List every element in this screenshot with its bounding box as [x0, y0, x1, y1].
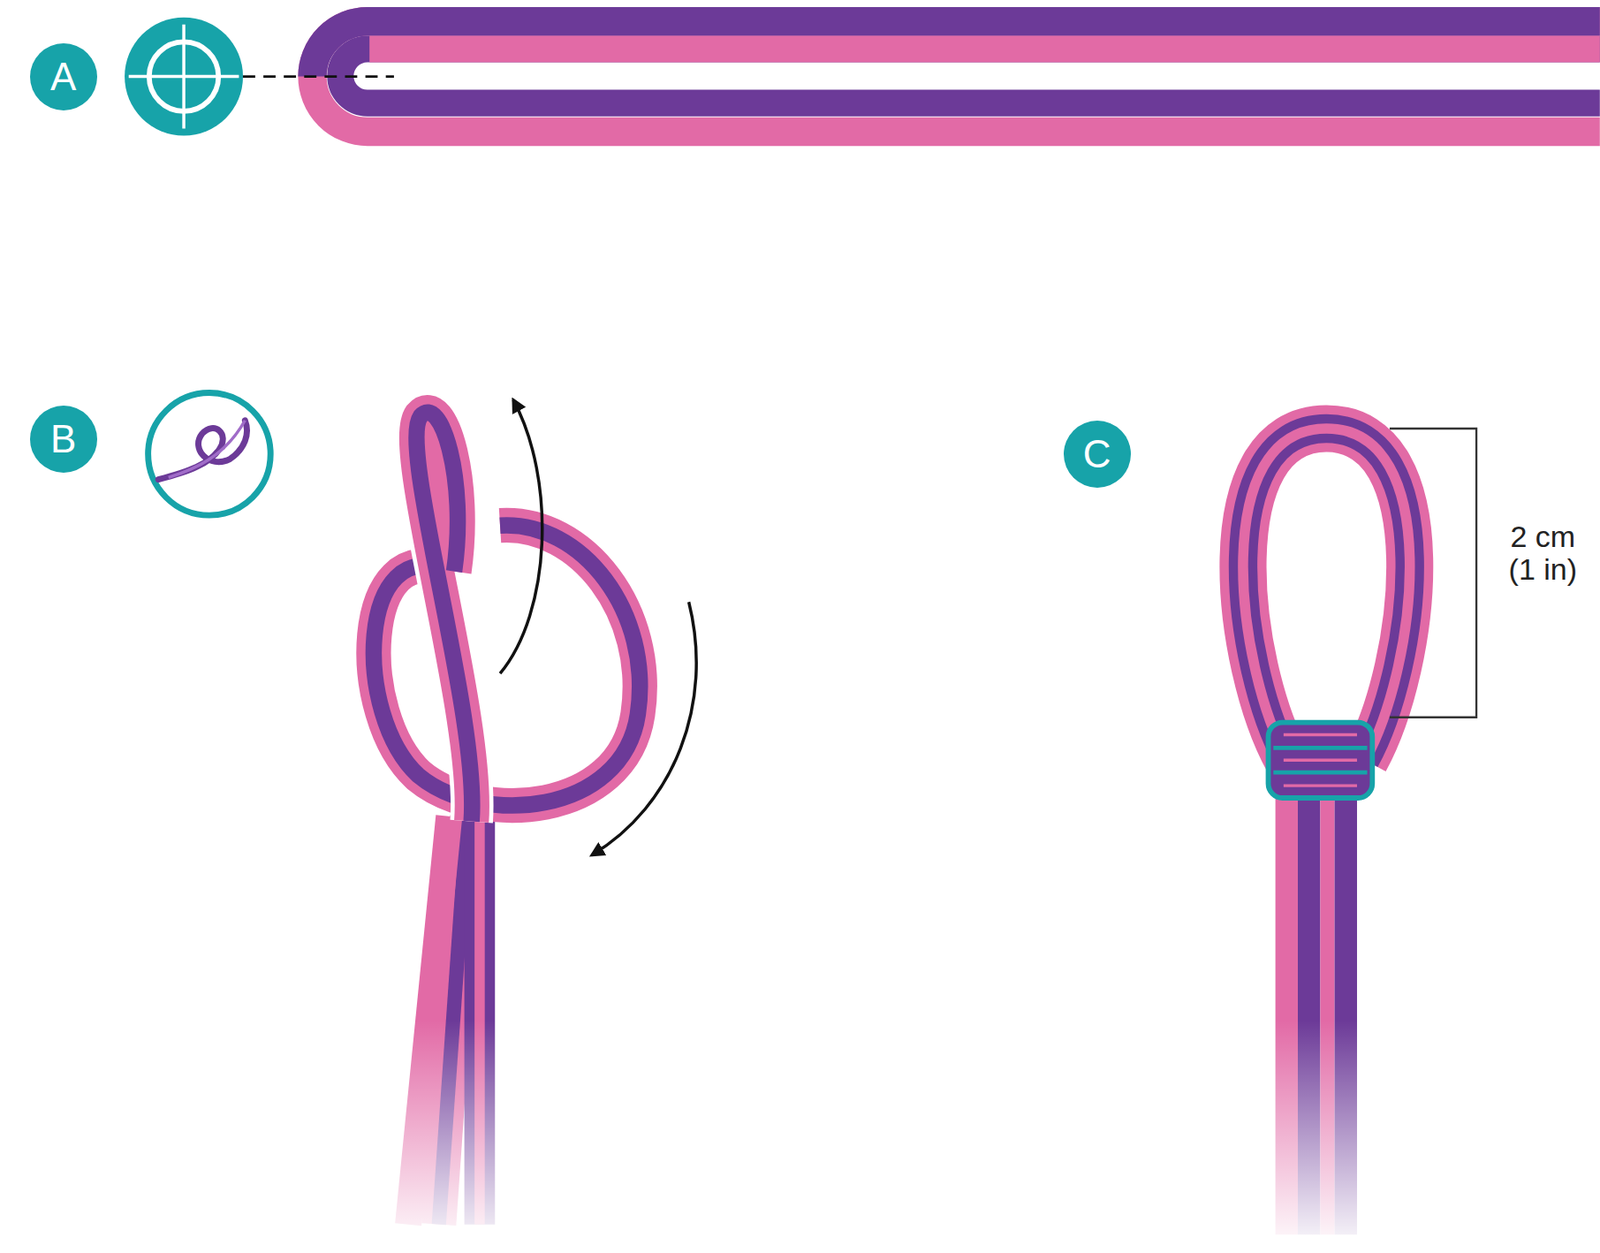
tighten-arrows [500, 400, 697, 856]
step-letter-text: B [50, 419, 76, 459]
dimension-bracket [1389, 428, 1477, 718]
step-letter: A [30, 43, 98, 111]
folded-cords [312, 21, 1600, 132]
step-letter: B [30, 405, 98, 473]
step-letter-text: C [1083, 434, 1112, 474]
knot-cords [367, 412, 640, 1253]
step-letter-text: A [50, 57, 76, 97]
finished-loop [1243, 428, 1411, 1253]
center-target-icon [124, 17, 395, 137]
dimension-label: 2 cm (1 in) [1501, 520, 1584, 585]
step-letter: C [1063, 420, 1131, 488]
knot-icon [148, 393, 272, 516]
